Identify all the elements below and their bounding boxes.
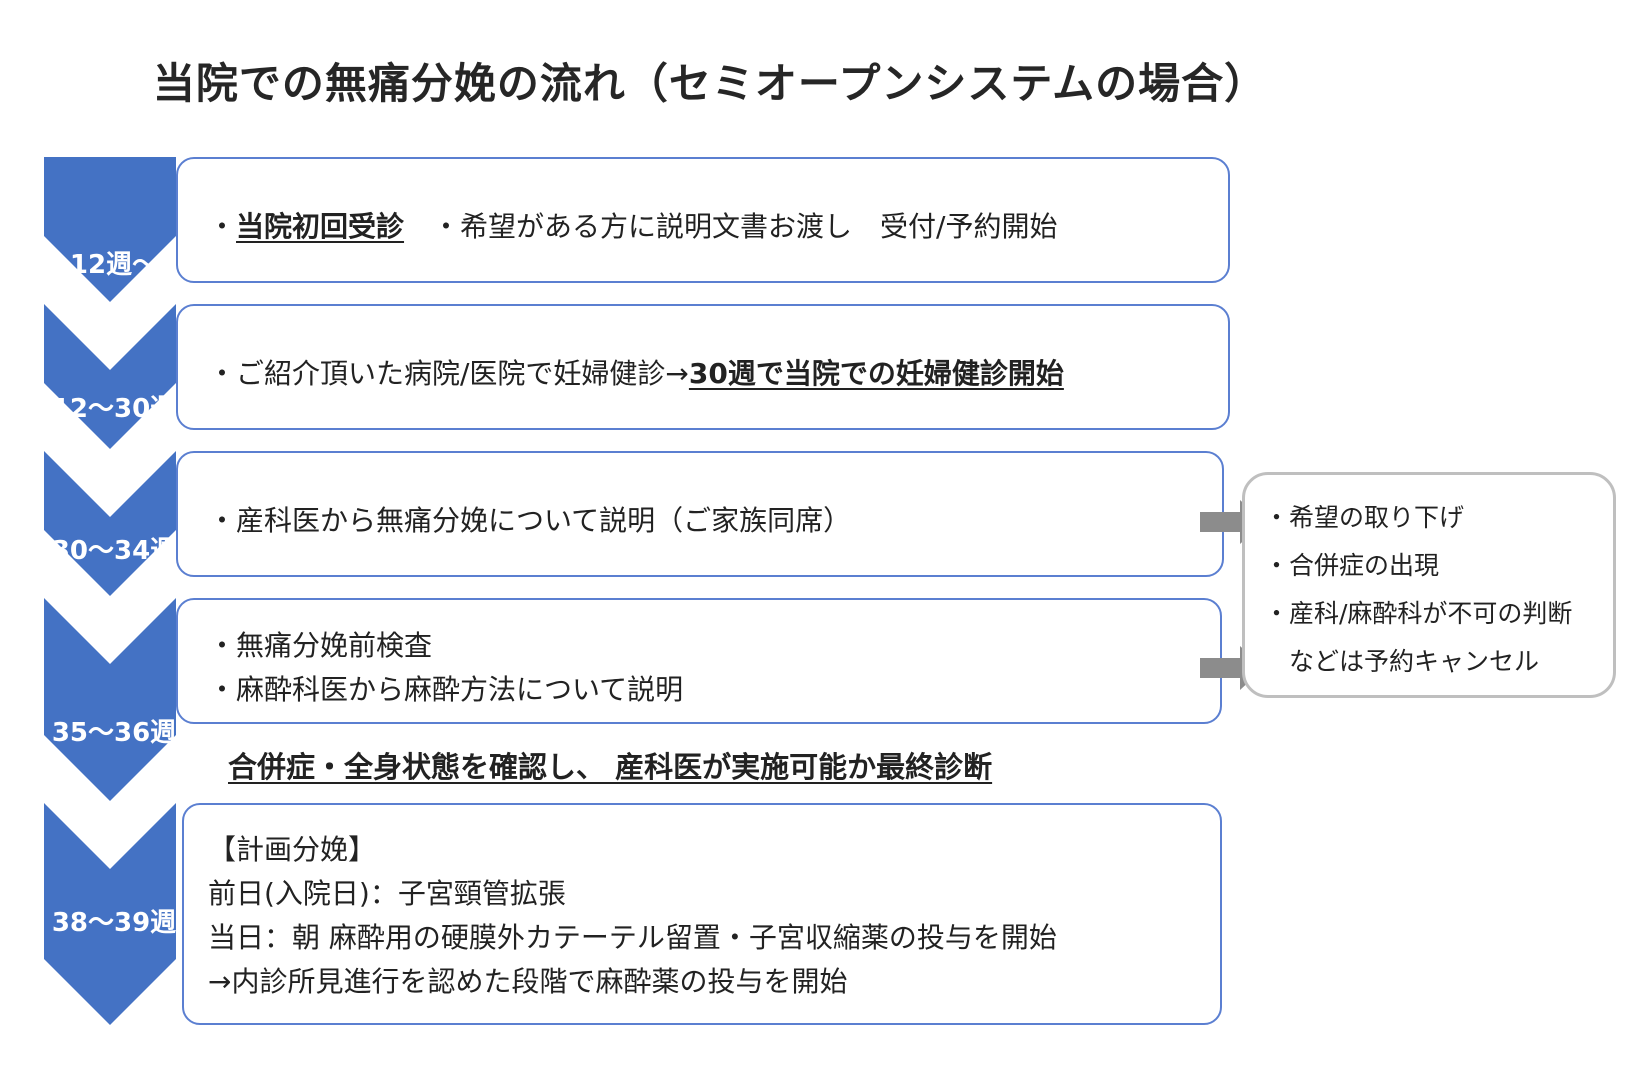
cancel-item-3: ・産科/麻酔科が不可の判断 [1264,599,1573,628]
first-visit-label: 当院初回受診 [236,210,405,243]
week-label-3: 30～34週 [51,536,177,566]
step-2-line: ・ご紹介頂いた病院/医院で妊婦健診→30週で当院での妊婦健診開始 [208,352,1064,392]
step-5-line-3: 当日：朝 麻酔用の硬膜外カテーテル留置・子宮収縮薬の投与を開始 [208,921,1057,954]
chevron-step-5 [44,803,176,1025]
step-4-line-2: ・麻酔科医から麻酔方法について説明 [208,673,684,706]
step-1-detail: ・希望がある方に説明文書お渡し 受付/予約開始 [404,210,1058,243]
step-2-prefix: ・ご紹介頂いた病院/医院で妊婦健診→ [208,357,689,390]
chevron-step-4 [44,598,176,801]
step-5-line-1: 【計画分娩】 [208,833,377,866]
step-box-3 [176,451,1224,577]
step-2-emphasis: 30週で当院での妊婦健診開始 [688,357,1064,390]
chevron-step-2 [44,304,176,449]
step-4-line-1: ・無痛分娩前検査 [208,629,433,662]
diagram-title: 当院での無痛分娩の流れ（セミオープンシステムの場合） [152,59,1268,108]
step-box-5 [182,803,1222,1025]
cancel-item-4: などは予約キャンセル [1264,647,1540,676]
step-5-line-4: →内診所見進行を認めた段階で麻酔薬の投与を開始 [208,965,848,998]
week-label-2: 12～30週 [51,394,177,424]
cancel-conditions-box [1242,472,1616,698]
week-label-1: 12週～ [69,250,159,280]
cancel-item-2: ・合併症の出現 [1264,551,1440,580]
cancel-item-1: ・希望の取り下げ [1264,503,1465,532]
step-3-line: ・産科医から無痛分娩について説明（ご家族同席） [208,504,852,537]
week-label-5: 38～39週 [51,908,177,938]
step-box-4 [176,598,1222,724]
step-box-1 [176,157,1230,283]
step-5-line-2: 前日(入院日)：子宮頸管拡張 [208,877,566,910]
step-1-bullet: ・ [208,210,237,243]
step-box-2 [176,304,1230,430]
chevron-step-3 [44,451,176,596]
step-1-line: ・当院初回受診 ・希望がある方に説明文書お渡し 受付/予約開始 [208,205,1057,245]
chevron-step-1 [44,157,176,302]
final-diagnosis-note: 合併症・全身状態を確認し、 産科医が実施可能か最終診断 [228,750,993,784]
week-label-4: 35～36週 [51,718,177,748]
